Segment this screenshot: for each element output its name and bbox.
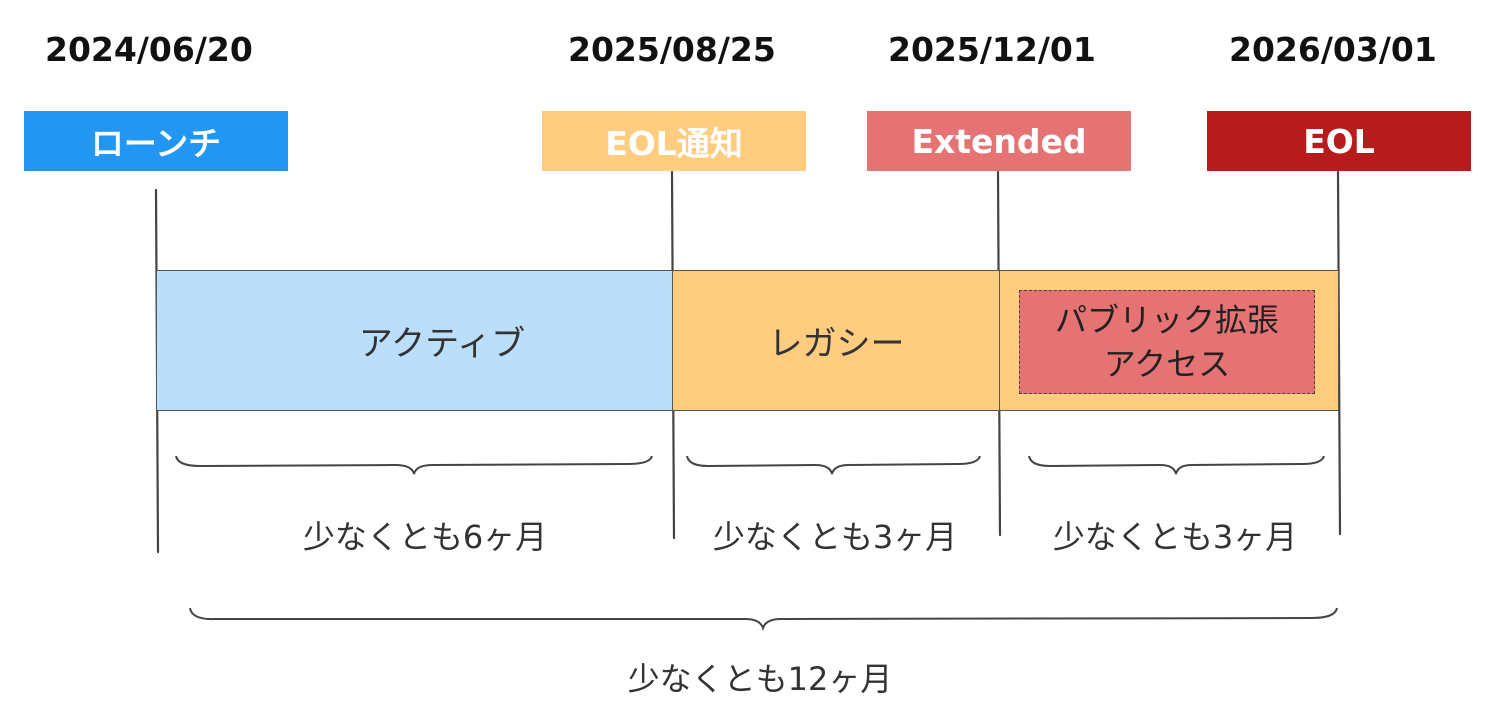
eol-line bbox=[1336, 170, 1342, 536]
date-eol: 2026/03/01 bbox=[1229, 30, 1437, 69]
active-brace bbox=[175, 455, 653, 475]
milestone-eol-label: EOL bbox=[1303, 121, 1375, 161]
phase-active: アクティブ bbox=[156, 270, 674, 411]
duration-total: 少なくとも12ヶ月 bbox=[627, 660, 893, 698]
duration-extended: 少なくとも3ヶ月 bbox=[1052, 518, 1298, 556]
phase-legacy-label: レガシー bbox=[768, 324, 905, 364]
milestone-eol-notice: EOL通知 bbox=[542, 111, 806, 171]
phase-legacy: レガシー bbox=[672, 270, 1001, 411]
total-brace bbox=[189, 607, 1338, 632]
milestone-launch: ローンチ bbox=[24, 111, 288, 171]
milestone-launch-label: ローンチ bbox=[90, 124, 222, 163]
public-extended-access-line1: パブリック拡張 bbox=[1054, 301, 1279, 339]
milestone-eol: EOL bbox=[1207, 111, 1471, 171]
date-eol-notice: 2025/08/25 bbox=[568, 30, 776, 69]
legacy-brace bbox=[686, 455, 981, 475]
milestone-eol-notice-label: EOL通知 bbox=[605, 124, 743, 163]
milestone-extended: Extended bbox=[867, 111, 1131, 171]
milestone-extended-label: Extended bbox=[911, 121, 1087, 161]
date-launch: 2024/06/20 bbox=[45, 30, 253, 69]
public-extended-access-line2: アクセス bbox=[1103, 345, 1231, 383]
duration-legacy: 少なくとも3ヶ月 bbox=[712, 518, 958, 556]
public-extended-access-box: パブリック拡張 アクセス bbox=[1019, 290, 1315, 394]
phase-active-label: アクティブ bbox=[358, 324, 526, 364]
date-extended: 2025/12/01 bbox=[888, 30, 1096, 69]
extended-brace bbox=[1028, 455, 1325, 475]
duration-active: 少なくとも6ヶ月 bbox=[302, 518, 548, 556]
